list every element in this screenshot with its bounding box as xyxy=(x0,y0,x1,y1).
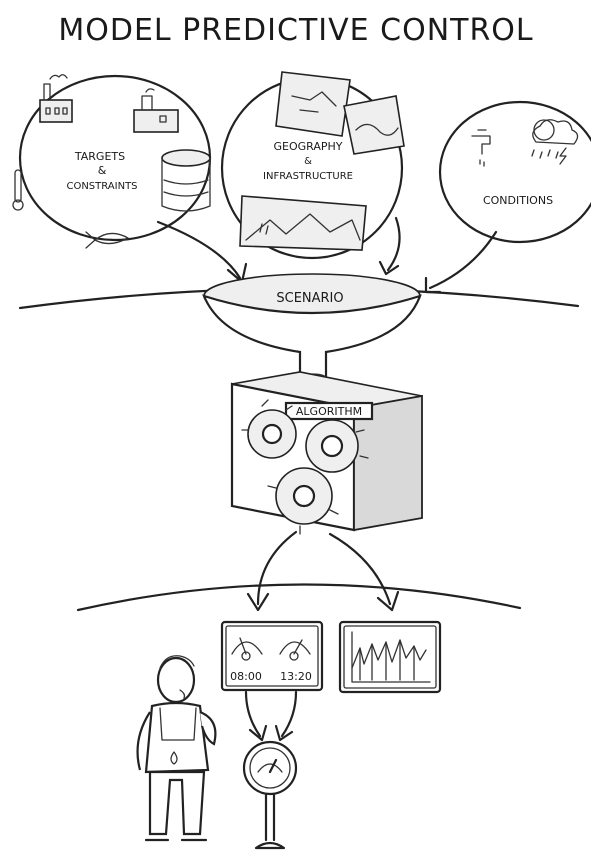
right-dial-icon xyxy=(279,639,311,661)
fish-icon xyxy=(85,231,129,249)
lower-horizon-line xyxy=(76,583,522,612)
scenario-label: SCENARIO xyxy=(276,291,343,306)
person-illustration xyxy=(136,655,217,842)
conditions-circle: CONDITIONS xyxy=(438,100,591,244)
targets-label-line3: CONSTRAINTS xyxy=(66,181,137,192)
clock-right-time: 13:20 xyxy=(280,670,312,683)
arrow-conditions-to-funnel xyxy=(428,230,498,290)
arrowhead-chart xyxy=(376,590,400,612)
arrow-to-chart-panel xyxy=(328,532,392,606)
geography-label-line3: INFRASTRUCTURE xyxy=(263,171,353,182)
arrow-geography-to-funnel xyxy=(386,216,401,272)
gauge-arrows xyxy=(244,690,298,742)
clock-panel: 08:00 13:20 xyxy=(220,620,324,692)
landscape-icon xyxy=(239,195,367,251)
conditions-label: CONDITIONS xyxy=(483,194,553,207)
arrowhead-geography xyxy=(378,260,400,276)
algorithm-label: ALGORITHM xyxy=(296,405,362,418)
geography-label-line1: GEOGRAPHY xyxy=(273,140,342,153)
plant-icon xyxy=(133,88,179,133)
algorithm-tag xyxy=(284,401,374,421)
chart-panel xyxy=(338,620,442,694)
arrow-to-clock-panel xyxy=(256,530,298,606)
targets-label-line2: & xyxy=(98,164,107,177)
water-tank-icon xyxy=(161,149,211,212)
left-dial-icon xyxy=(231,637,263,661)
chart-axes xyxy=(351,631,431,683)
arrowhead-clock xyxy=(246,592,270,612)
gears-icon xyxy=(241,399,369,535)
targets-label-line1: TARGETS xyxy=(74,150,125,163)
diagram-title: MODEL PREDICTIVE CONTROL xyxy=(58,13,533,48)
geography-infrastructure-circle: GEOGRAPHY & INFRASTRUCTURE xyxy=(220,71,405,260)
tap-icon xyxy=(471,129,491,167)
thermometer-icon xyxy=(12,169,24,211)
chart-line xyxy=(351,639,427,669)
arrow-targets-to-funnel xyxy=(156,220,242,280)
arrowhead-conditions xyxy=(424,276,442,294)
factory-icon xyxy=(39,74,73,123)
targets-constraints-circle: TARGETS & CONSTRAINTS xyxy=(12,74,212,249)
gauge-stand xyxy=(242,740,298,850)
geography-label-line2: & xyxy=(304,156,312,167)
map-icon xyxy=(275,71,405,155)
clock-left-time: 08:00 xyxy=(230,670,262,683)
scenario-funnel: SCENARIO xyxy=(202,273,422,383)
weather-icon xyxy=(531,119,579,165)
algorithm-box: ALGORITHM xyxy=(230,371,423,535)
output-arrows xyxy=(246,530,400,612)
